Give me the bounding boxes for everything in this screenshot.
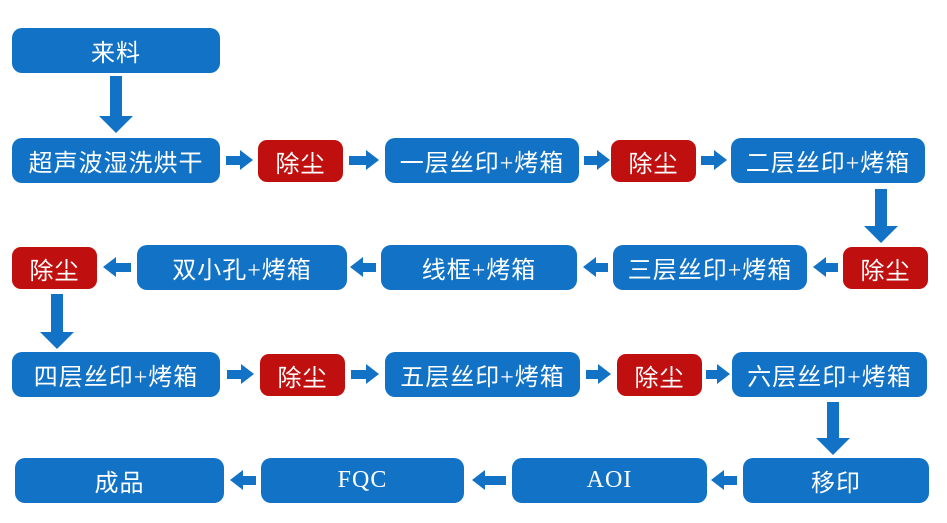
arrow-left-icon	[472, 470, 506, 490]
step-fqc: FQC	[261, 458, 464, 503]
step-screen-print-3: 三层丝印+烤箱	[613, 245, 807, 290]
arrow-left-icon	[230, 470, 256, 490]
step-wire-frame-oven: 线框+烤箱	[381, 245, 577, 290]
arrow-right-icon	[701, 150, 727, 170]
arrow-right-icon	[227, 364, 254, 384]
step-dedust-1: 除尘	[258, 140, 343, 182]
arrow-down-icon	[864, 189, 898, 243]
step-aoi: AOI	[512, 458, 707, 503]
arrow-left-icon	[711, 470, 737, 490]
step-ultrasonic-wash-dry: 超声波湿洗烘干	[12, 138, 220, 183]
step-dedust-4: 除尘	[12, 247, 97, 289]
step-dedust-3: 除尘	[843, 247, 928, 289]
step-dedust-5: 除尘	[260, 354, 345, 396]
step-screen-print-4: 四层丝印+烤箱	[12, 352, 220, 397]
arrow-left-icon	[583, 257, 608, 277]
arrow-down-icon	[99, 76, 133, 133]
arrow-right-icon	[586, 364, 611, 384]
arrow-left-icon	[813, 257, 838, 277]
step-screen-print-5: 五层丝印+烤箱	[385, 352, 580, 397]
arrow-right-icon	[349, 150, 379, 170]
step-screen-print-1: 一层丝印+烤箱	[385, 138, 579, 183]
arrow-right-icon	[226, 150, 253, 170]
step-screen-print-6: 六层丝印+烤箱	[732, 352, 927, 397]
step-screen-print-2: 二层丝印+烤箱	[731, 138, 925, 183]
arrow-down-icon	[816, 402, 850, 455]
step-pad-print: 移印	[743, 458, 929, 503]
step-dedust-6: 除尘	[617, 354, 702, 396]
arrow-left-icon	[103, 257, 131, 277]
step-incoming: 来料	[12, 28, 220, 73]
arrow-right-icon	[584, 150, 610, 170]
arrow-down-icon	[40, 294, 74, 349]
arrow-right-icon	[351, 364, 379, 384]
step-double-hole-oven: 双小孔+烤箱	[137, 245, 347, 290]
step-dedust-2: 除尘	[611, 140, 696, 182]
arrow-left-icon	[350, 257, 376, 277]
step-finished-product: 成品	[15, 458, 224, 503]
arrow-right-icon	[706, 364, 730, 384]
